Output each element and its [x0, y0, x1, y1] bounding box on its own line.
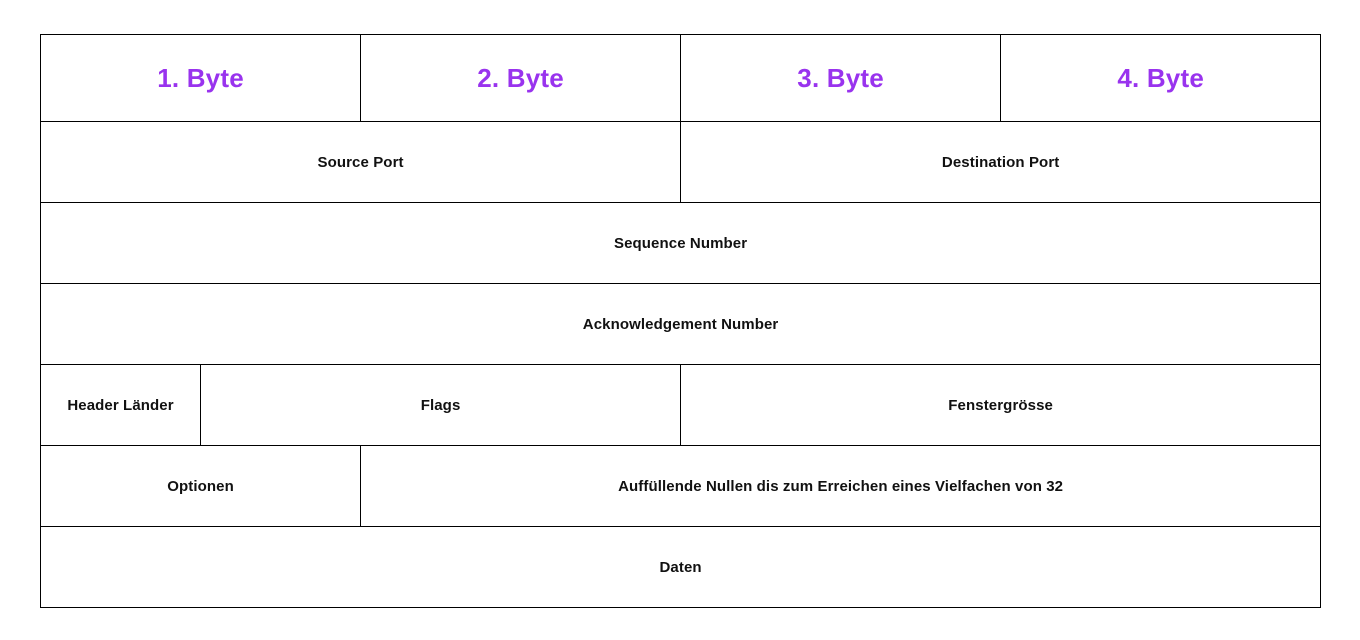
byte-header-cell-1: 1. Byte	[39, 34, 362, 122]
field-header-length: Header Länder	[40, 364, 201, 446]
ports-row: Source Port Destination Port	[39, 121, 1322, 203]
field-sequence-number: Sequence Number	[39, 202, 1322, 284]
acknowledgement-number-row: Acknowledgement Number	[39, 283, 1322, 365]
options-row: Optionen Auffüllende Nullen dis zum Erre…	[39, 445, 1322, 527]
data-row: Daten	[39, 526, 1322, 608]
field-source-port: Source Port	[39, 121, 682, 203]
tcp-header-diagram: 1. Byte 2. Byte 3. Byte 4. Byte Source P…	[39, 34, 1322, 608]
tcp-header-table: 1. Byte 2. Byte 3. Byte 4. Byte Source P…	[39, 34, 1322, 608]
flags-row: Header Länder Flags Fenstergrösse	[40, 364, 1322, 446]
field-data: Daten	[39, 526, 1322, 608]
field-flags: Flags	[199, 364, 682, 446]
field-padding: Auffüllende Nullen dis zum Erreichen ein…	[360, 445, 1322, 527]
byte-header-cell-2: 2. Byte	[360, 34, 682, 122]
field-options: Optionen	[39, 445, 362, 527]
field-destination-port: Destination Port	[680, 121, 1322, 203]
byte-header-cell-4: 4. Byte	[1000, 34, 1322, 122]
field-acknowledgement-number: Acknowledgement Number	[39, 283, 1322, 365]
sequence-number-row: Sequence Number	[39, 202, 1322, 284]
field-window-size: Fenstergrösse	[680, 364, 1322, 446]
byte-header-cell-3: 3. Byte	[680, 34, 1002, 122]
byte-header-row: 1. Byte 2. Byte 3. Byte 4. Byte	[39, 34, 1322, 122]
